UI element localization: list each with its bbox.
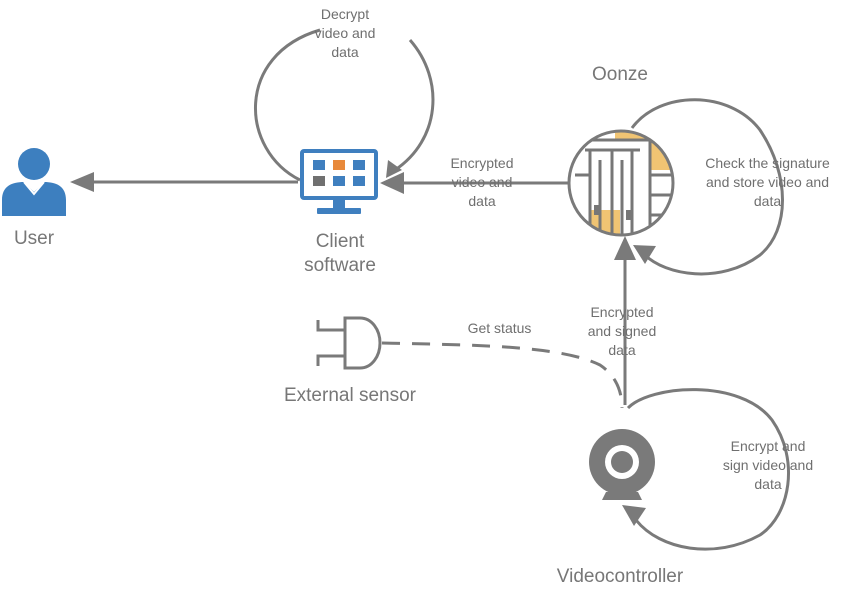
vc-to-oonze-label: Encrypted and signed data bbox=[587, 304, 657, 358]
oonze-to-client-arrow bbox=[380, 172, 568, 194]
sensor-to-vc-label: Get status bbox=[467, 320, 532, 336]
webcam-icon bbox=[589, 429, 655, 500]
oonze-building-map-icon bbox=[567, 129, 675, 237]
plug-sensor-icon bbox=[316, 316, 382, 370]
vc-encrypt-loop bbox=[622, 388, 791, 551]
oonze-loop-label: Check the signature and store video and … bbox=[705, 155, 830, 209]
oonze-label: Oonze bbox=[592, 64, 648, 85]
vc-loop-label: Encrypt and sign video and data bbox=[722, 438, 814, 492]
client-software-label: Client software bbox=[304, 231, 376, 276]
client-decrypt-loop bbox=[254, 28, 435, 182]
sensor-to-vc-dashed-line bbox=[381, 341, 624, 409]
monitor-icon bbox=[300, 149, 378, 214]
videocontroller-label: Videocontroller bbox=[556, 566, 684, 587]
external-sensor-label: External sensor bbox=[283, 385, 416, 406]
oonze-to-client-label: Encrypted video and data bbox=[450, 155, 514, 209]
oonze-check-loop bbox=[630, 98, 784, 276]
client-to-user-arrow bbox=[70, 172, 298, 192]
user-label: User bbox=[13, 228, 55, 249]
vc-to-oonze-arrow bbox=[614, 236, 636, 405]
client-loop-label: Decrypt video and data bbox=[314, 6, 376, 60]
user-icon bbox=[2, 148, 66, 216]
